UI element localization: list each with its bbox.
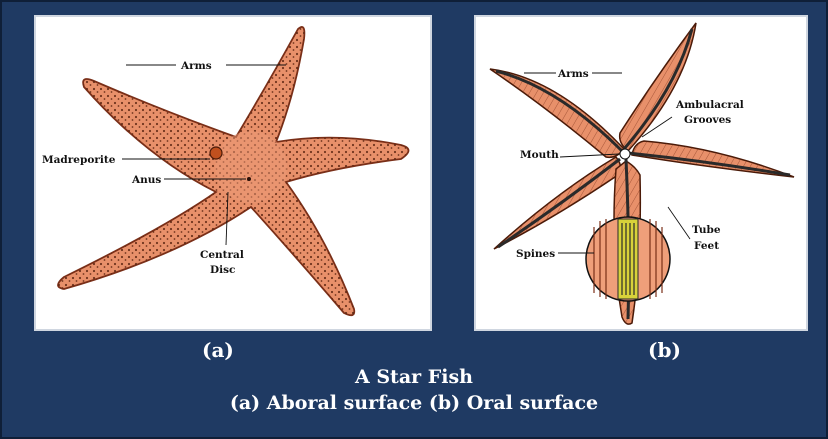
aboral-surface-panel: Arms Madreporite Anus Central Disc [34,15,432,331]
figure-subtitle: (a) Aboral surface (b) Oral surface [0,392,828,414]
tube-feet-inset [586,217,670,301]
label-arms-b: Arms [557,68,589,80]
madreporite-plate [210,147,222,159]
label-grooves: Grooves [684,114,731,126]
label-madreporite: Madreporite [42,154,116,166]
label-ambulacral: Ambulacral [675,99,744,111]
label-mouth: Mouth [520,149,559,161]
mouth-opening [620,149,630,159]
oral-starfish-illustration: Arms Ambulacral Grooves Mouth Tube Feet … [476,17,806,329]
caption-a: (a) [202,338,234,362]
label-arms-a: Arms [180,60,212,72]
figure-title: A Star Fish [0,366,828,388]
caption-b: (b) [648,338,681,362]
label-anus: Anus [131,174,161,186]
tube-feet-leader [668,207,690,239]
anus-opening [247,177,251,181]
label-spines: Spines [516,248,555,260]
label-disc: Disc [210,264,235,276]
central-disc [215,131,287,203]
label-feet: Feet [694,240,719,252]
label-central: Central [200,249,244,261]
oral-surface-panel: Arms Ambulacral Grooves Mouth Tube Feet … [474,15,808,331]
label-tube: Tube [692,224,721,236]
aboral-starfish-illustration: Arms Madreporite Anus Central Disc [36,17,430,329]
